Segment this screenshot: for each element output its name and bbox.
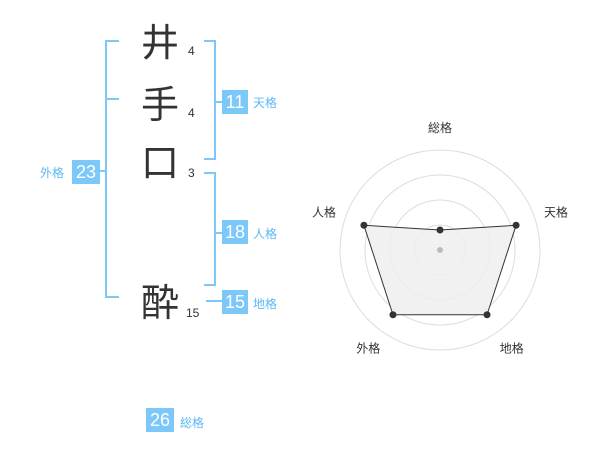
radar-axis-label-5: 人格: [312, 204, 336, 219]
jinkaku-bracket-vertical: [214, 172, 216, 286]
tenkaku-label: 天格: [253, 96, 278, 110]
stroke-count-2: 4: [188, 106, 195, 120]
radar-axis-label-4: 外格: [356, 341, 380, 356]
jinkaku-bracket-top: [204, 172, 216, 174]
tenkaku-bracket-top: [204, 40, 216, 42]
tenkaku-bracket-vertical: [214, 40, 216, 160]
soukaku-value-box: 26: [146, 408, 174, 432]
chikaku-connector: [206, 300, 222, 302]
jinkaku-label: 人格: [253, 227, 278, 241]
tenkaku-connector: [214, 101, 222, 103]
tenkaku-bracket-bottom: [204, 158, 216, 160]
radar-grid-ring-4: [339, 149, 541, 351]
radar-point-2: [512, 221, 520, 229]
gaikaku-connector: [98, 170, 106, 172]
name-char-2: 手: [140, 83, 179, 127]
radar-point-5: [360, 221, 368, 229]
jinkaku-value-box: 18: [222, 220, 248, 244]
gaikaku-bracket-bottom: [105, 296, 119, 298]
radar-axis-label-2: 天格: [544, 204, 568, 219]
radar-axis-label-1: 総格: [428, 120, 452, 135]
radar-point-1: [436, 226, 444, 234]
gaikaku-bracket-vertical: [105, 40, 107, 298]
soukaku-label: 総格: [180, 416, 205, 430]
stroke-count-4: 15: [186, 306, 200, 320]
gaikaku-value-box: 23: [72, 160, 100, 184]
gaikaku-bracket-middle: [105, 98, 119, 100]
tenkaku-value-box: 11: [222, 90, 248, 114]
radar-axis-label-3: 地格: [500, 341, 524, 356]
radar-point-4: [389, 311, 397, 319]
jinkaku-connector: [214, 232, 222, 234]
chikaku-value-box: 15: [222, 290, 248, 314]
jinkaku-bracket-bottom: [204, 284, 216, 286]
name-char-1: 井: [140, 21, 179, 65]
radar-point-3: [483, 311, 491, 319]
stroke-count-1: 4: [188, 44, 195, 58]
radar-center-dot: [437, 247, 443, 253]
name-char-3: 口: [140, 141, 179, 185]
chikaku-label: 地格: [253, 297, 278, 311]
stroke-count-3: 3: [188, 166, 195, 180]
radar-grid-ring-3: [364, 174, 516, 326]
radar-data-polygon: [363, 224, 517, 316]
gaikaku-bracket-top: [105, 40, 119, 42]
gaikaku-label: 外格: [40, 166, 65, 180]
name-char-4: 酔: [140, 281, 179, 325]
